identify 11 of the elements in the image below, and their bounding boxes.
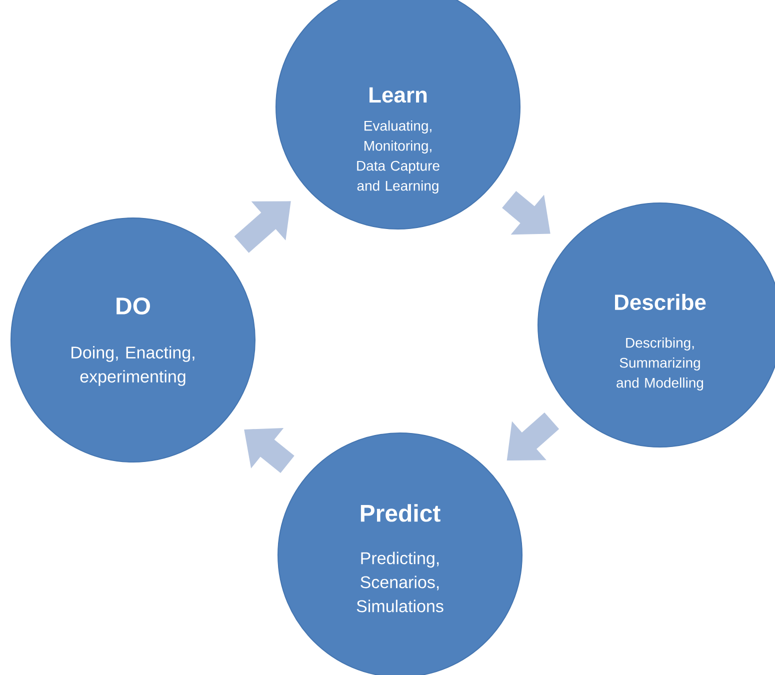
node-description: Evaluating, Monitoring, Data Capture and Learning bbox=[357, 120, 440, 194]
node-heading: Describe bbox=[615, 294, 706, 310]
node-description: Describing, Summarizing and Modelling bbox=[616, 337, 704, 391]
circle-node bbox=[278, 432, 522, 675]
node-description: Doing, Enacting, experimenting bbox=[72, 346, 194, 386]
circle-node bbox=[10, 218, 256, 462]
node-heading: DO bbox=[116, 298, 150, 314]
node-heading: Predict bbox=[360, 504, 440, 522]
node-heading: Learn bbox=[370, 87, 427, 103]
circle-node bbox=[538, 202, 775, 448]
node-description: Predicting, Scenarios, Simulations bbox=[356, 552, 444, 612]
